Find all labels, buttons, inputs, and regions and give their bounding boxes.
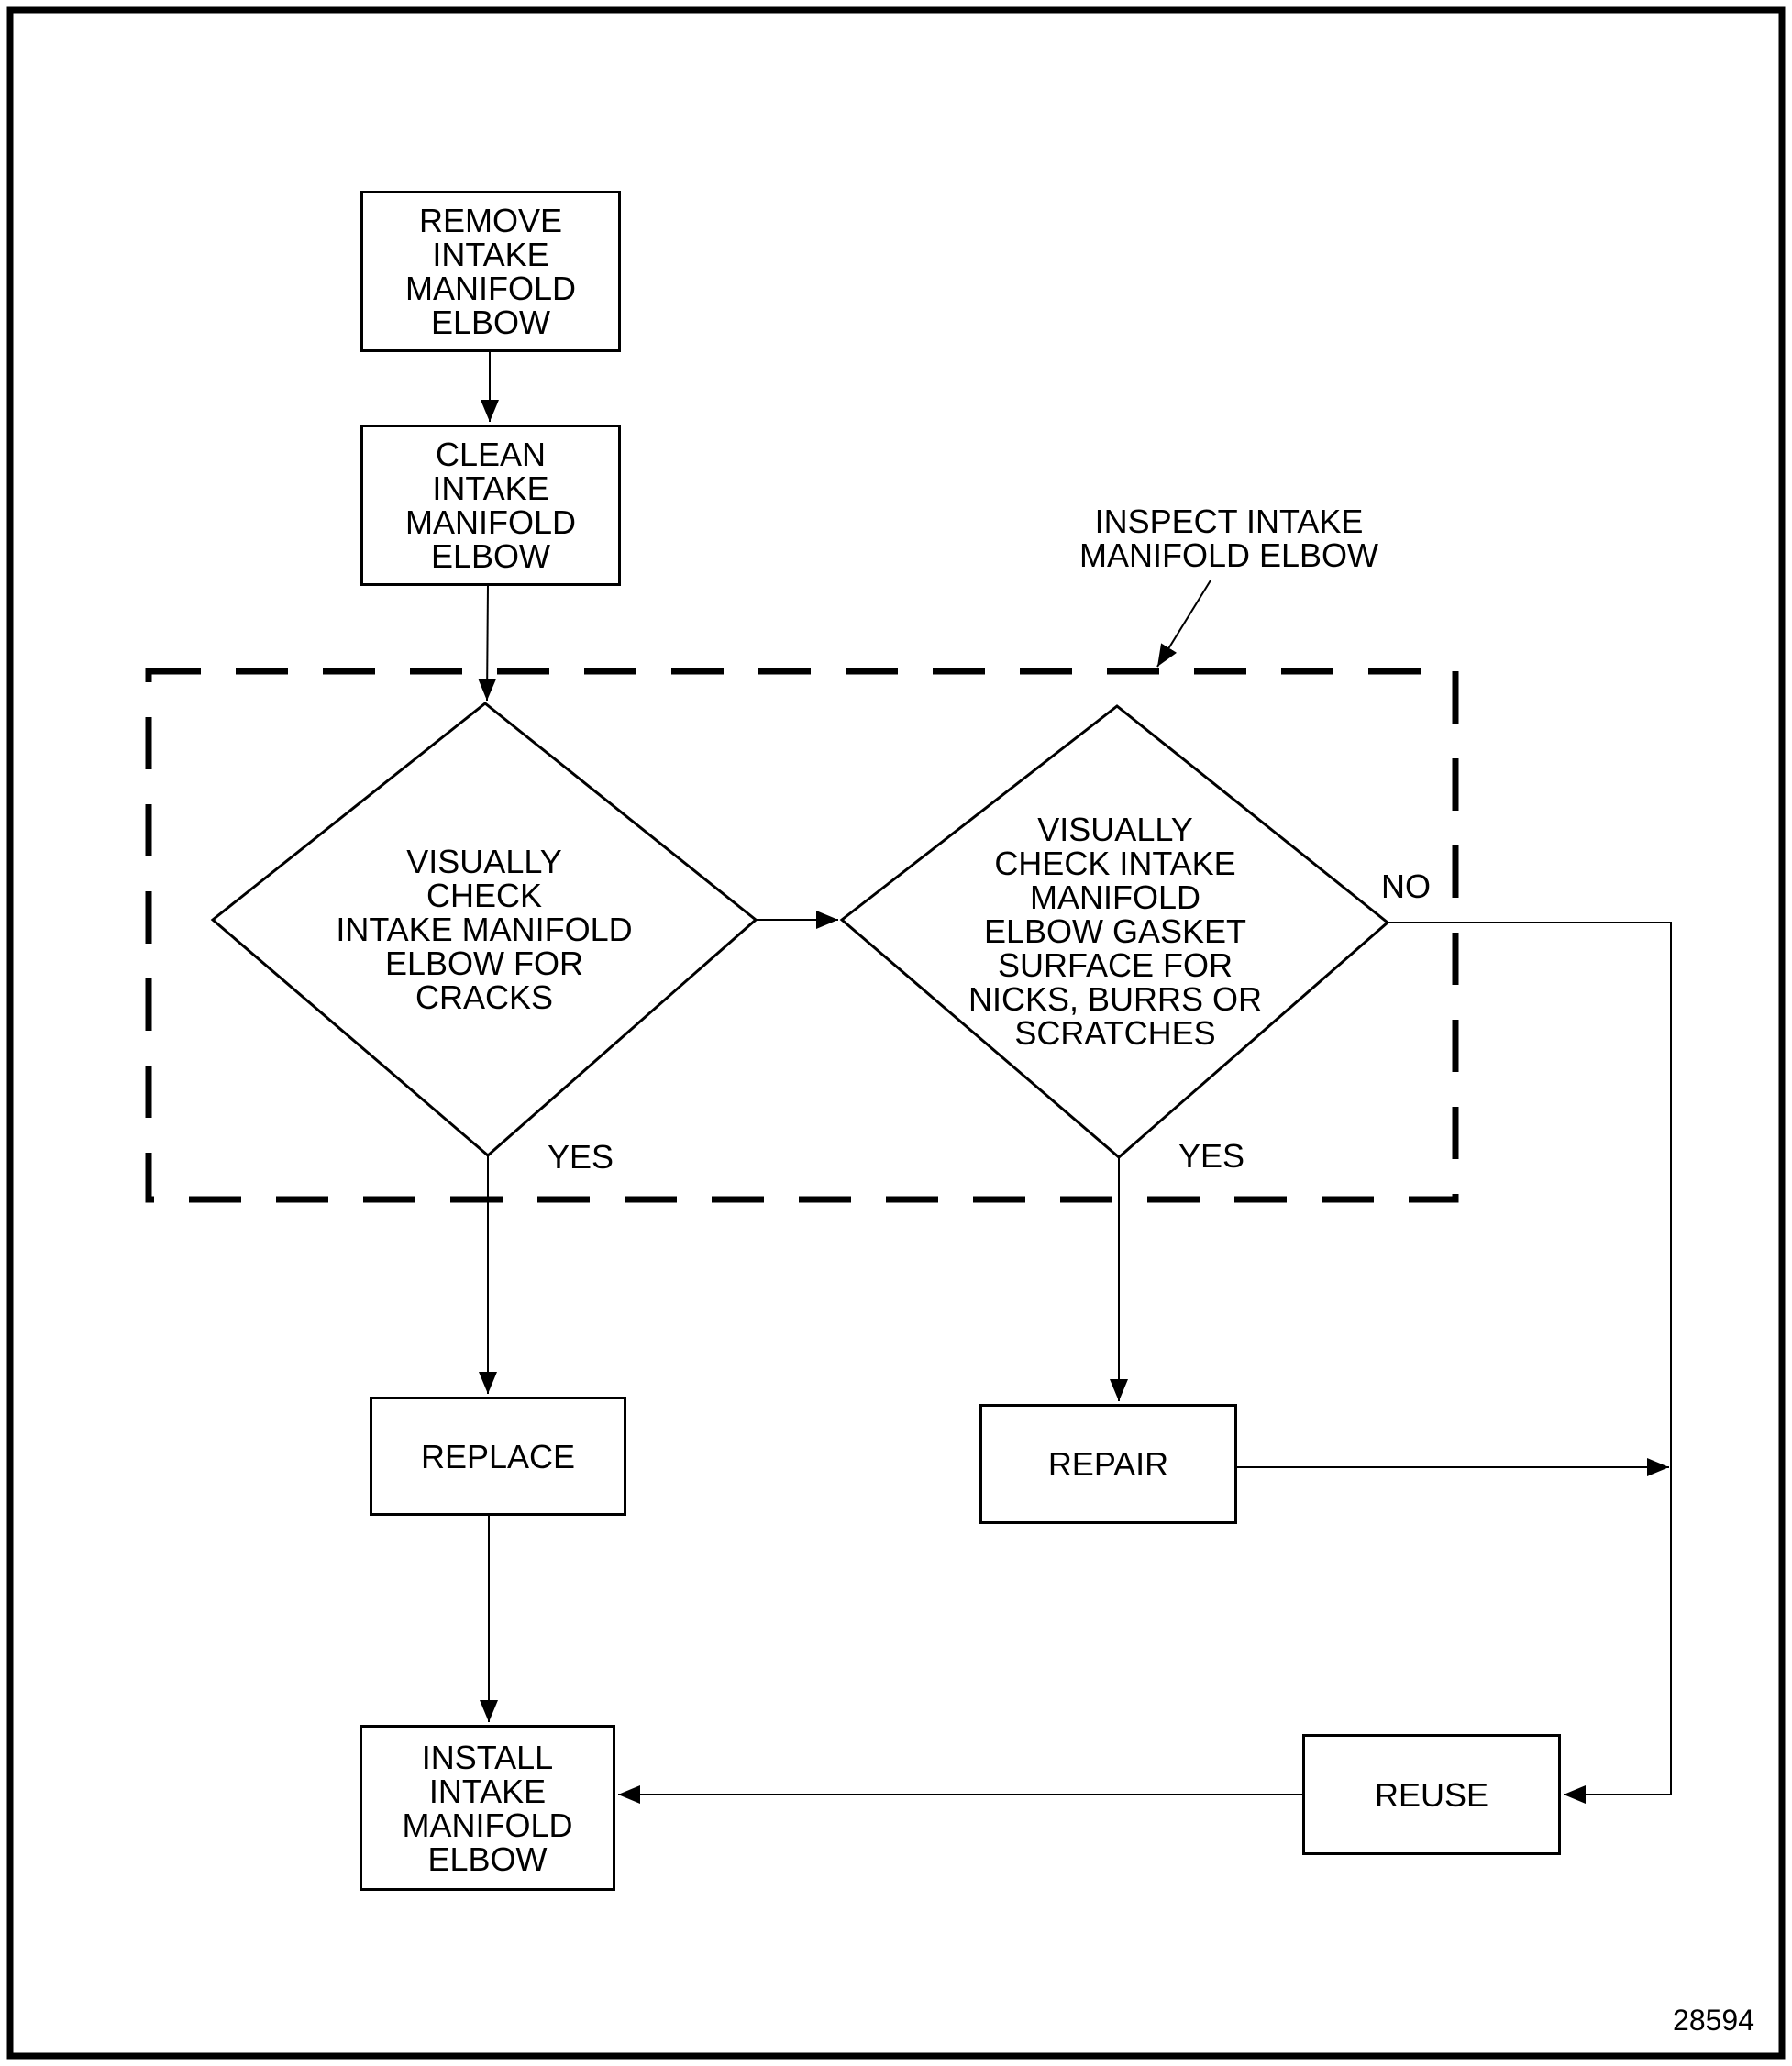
- node-clean-label: CLEAN INTAKE MANIFOLD ELBOW: [404, 436, 576, 575]
- edge-label-cracks-yes: YES: [547, 1138, 614, 1176]
- node-repair-label: REPAIR: [1047, 1445, 1169, 1483]
- edge-check-gasket-no-to-reuse: [1388, 922, 1672, 1804]
- page-border: [6, 6, 1786, 2060]
- node-reuse: REUSE: [1302, 1734, 1561, 1855]
- node-remove-label: REMOVE INTAKE MANIFOLD ELBOW: [404, 202, 576, 341]
- node-replace: REPLACE: [370, 1397, 626, 1516]
- decision-check-cracks-label: VISUALLY CHECK INTAKE MANIFOLD ELBOW FOR…: [336, 843, 633, 1016]
- node-clean: CLEAN INTAKE MANIFOLD ELBOW: [360, 425, 621, 586]
- node-repair: REPAIR: [979, 1404, 1237, 1524]
- edge-label-gasket-no: NO: [1381, 867, 1431, 905]
- node-reuse-label: REUSE: [1374, 1775, 1489, 1814]
- decision-check-gasket-label: VISUALLY CHECK INTAKE MANIFOLD ELBOW GAS…: [968, 811, 1263, 1052]
- edge-clean-to-check-cracks: [478, 584, 497, 702]
- node-install: INSTALL INTAKE MANIFOLD ELBOW: [360, 1725, 615, 1891]
- node-replace-label: REPLACE: [420, 1437, 576, 1475]
- edge-label-gasket-yes: YES: [1178, 1137, 1245, 1175]
- figure-number: 28594: [1673, 2004, 1754, 2037]
- annotation-arrow: [1156, 580, 1211, 668]
- node-remove: REMOVE INTAKE MANIFOLD ELBOW: [360, 191, 621, 352]
- annotation-inspect-label: INSPECT INTAKE MANIFOLD ELBOW: [1079, 503, 1379, 574]
- inspect-region-dashed-box: [145, 668, 1459, 1203]
- node-install-label: INSTALL INTAKE MANIFOLD ELBOW: [402, 1738, 573, 1878]
